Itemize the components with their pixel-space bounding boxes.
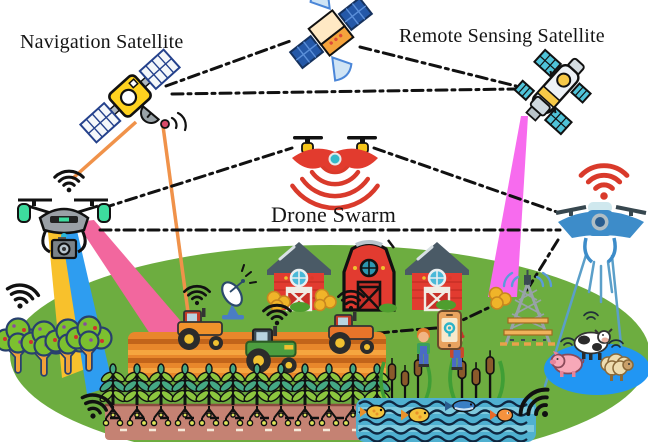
water-pond bbox=[356, 398, 536, 442]
smartphone-icon bbox=[437, 310, 462, 350]
soil-band bbox=[105, 403, 387, 440]
communication-satellite-icon bbox=[288, 0, 374, 82]
drone-beam-pink bbox=[76, 220, 197, 358]
drone-beam-blue bbox=[60, 222, 113, 394]
navigation-satellite-icon bbox=[78, 48, 187, 144]
wifi-icon bbox=[2, 280, 42, 314]
tractor-right bbox=[328, 312, 374, 354]
farmer-left bbox=[417, 328, 430, 367]
nav-link-to-tractor bbox=[161, 125, 190, 313]
satellite-dish-icon bbox=[221, 264, 257, 320]
fish-icon bbox=[360, 399, 514, 423]
cow-icon bbox=[573, 328, 613, 360]
nav-link-to-drone bbox=[70, 120, 138, 181]
sheep-icon bbox=[600, 353, 634, 381]
swarm-drone-icon bbox=[292, 136, 378, 172]
swarm-drone-signal bbox=[290, 162, 380, 211]
drone-swarm-label: Drone Swarm bbox=[271, 202, 397, 227]
tractor-center bbox=[245, 326, 297, 374]
remote-sensing-satellite-label: Remote Sensing Satellite bbox=[399, 25, 605, 47]
tractor-left bbox=[177, 308, 223, 350]
remote-sensing-satellite-icon bbox=[513, 48, 593, 136]
sprayer-drone-icon bbox=[555, 202, 647, 264]
red-signal-icon bbox=[581, 166, 627, 200]
bushes bbox=[290, 300, 456, 313]
pig-icon bbox=[549, 351, 585, 377]
wifi-icon bbox=[53, 169, 85, 194]
barn-middle bbox=[342, 239, 396, 312]
camera-drone-icon bbox=[17, 198, 111, 260]
radio-tower-icon bbox=[500, 270, 556, 346]
navigation-satellite-label: Navigation Satellite bbox=[20, 31, 184, 53]
remote-sensing-beam bbox=[488, 116, 528, 297]
